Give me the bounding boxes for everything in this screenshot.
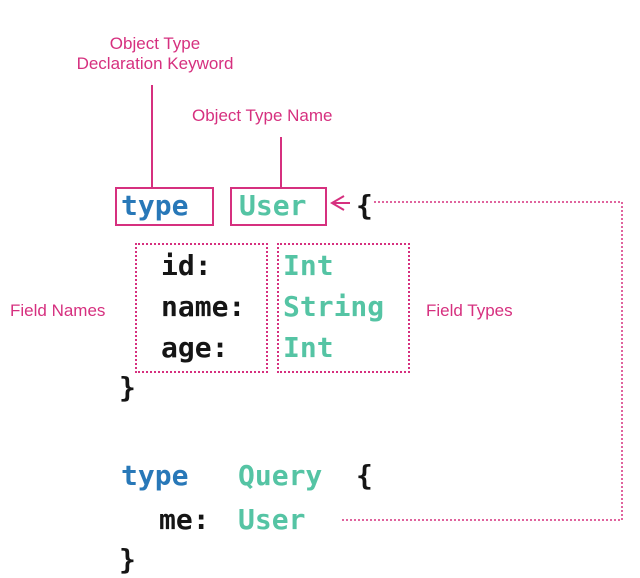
query-type-name: Query	[238, 459, 323, 492]
query-field-type-user: User	[238, 503, 306, 536]
field-type-name: String	[283, 290, 385, 323]
field-names-annotation: Field Names	[10, 301, 106, 320]
type-name-annotation: Object Type Name	[192, 106, 333, 125]
field-types-annotation: Field Types	[426, 301, 513, 320]
keyword-highlight-box	[115, 187, 214, 226]
field-name-age: age:	[161, 331, 229, 364]
keyword-annotation-line2: Declaration Keyword	[76, 54, 234, 74]
user-type-keyword: type	[121, 189, 189, 222]
user-reference-dotted-path	[342, 201, 623, 521]
field-type-age: Int	[283, 331, 334, 364]
type-name-highlight-box	[230, 187, 327, 226]
field-name-id: id:	[161, 249, 212, 282]
field-type-id: Int	[283, 249, 334, 282]
keyword-annotation: Object Type Declaration Keyword	[0, 34, 310, 75]
query-field-name-me: me:	[159, 503, 210, 536]
field-name-name: name:	[161, 290, 246, 323]
query-open-brace: {	[356, 459, 373, 492]
field-names-box	[135, 243, 268, 373]
user-type-name: User	[239, 189, 307, 222]
query-close-brace: }	[119, 543, 136, 576]
query-type-keyword: type	[121, 459, 189, 492]
keyword-annotation-line1: Object Type	[109, 34, 201, 53]
user-open-brace: {	[356, 189, 373, 222]
user-close-brace: }	[119, 371, 136, 404]
field-types-box	[277, 243, 410, 373]
